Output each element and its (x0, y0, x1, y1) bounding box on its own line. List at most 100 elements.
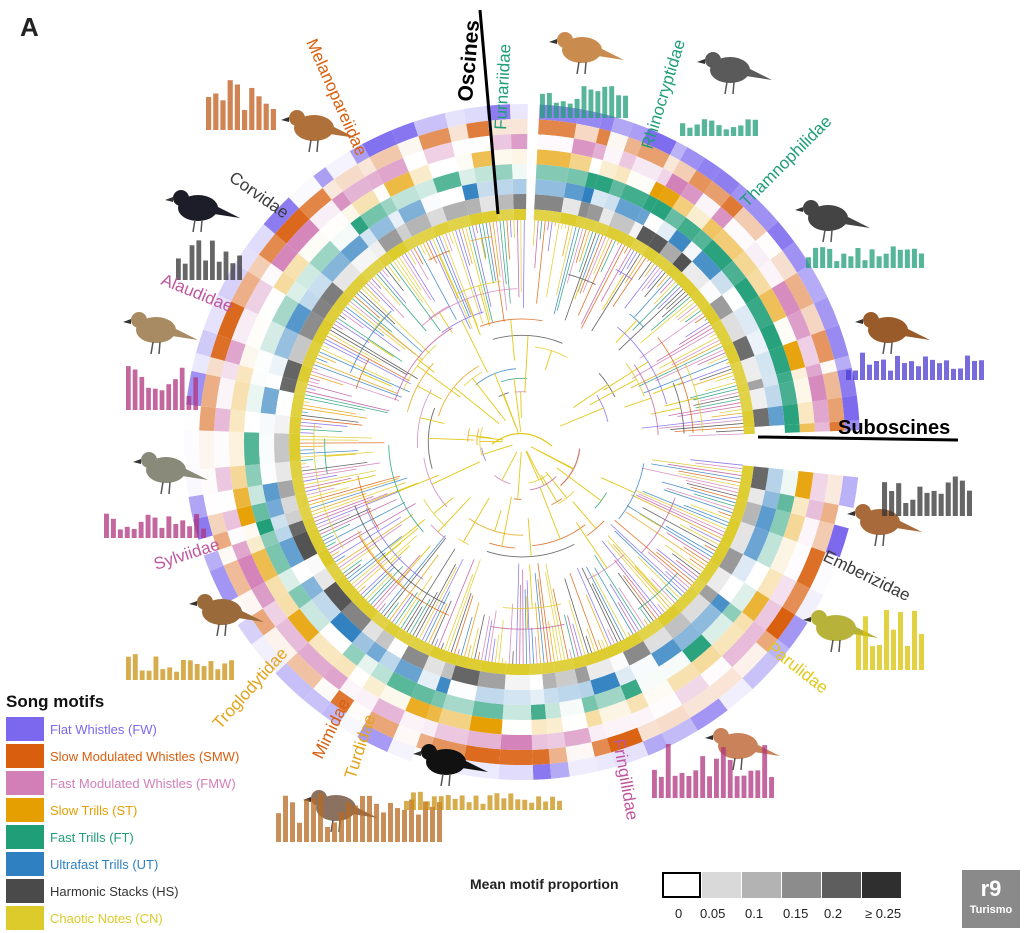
motif-ring-cell (368, 240, 387, 259)
motif-ring-cell (572, 655, 587, 670)
motif-ring-cell (295, 492, 310, 510)
tree-branch (551, 625, 559, 662)
motif-ring-cell (426, 207, 448, 228)
motif-ring-cell (691, 603, 722, 635)
motif-ring-cell (605, 642, 623, 659)
scale-swatch (742, 872, 781, 898)
tree-branch (437, 559, 475, 648)
tree-branch (501, 451, 518, 481)
furnariidae-bird-illustration (549, 32, 624, 75)
motif-ring-cell (614, 665, 636, 686)
tree-branch (715, 429, 744, 433)
tree-branch (512, 651, 514, 664)
motif-ring-cell (246, 535, 266, 555)
tree-branch (494, 510, 502, 532)
motif-ring-cell (609, 652, 630, 673)
motif-ring-cell (586, 658, 615, 681)
tree-branch (322, 535, 334, 542)
motif-ring-cell (386, 637, 409, 659)
motif-ring-cell (275, 662, 314, 701)
tree-branch (365, 482, 418, 504)
rhinocryptidae-bird-illustration (697, 52, 772, 95)
motif-ring-cell (620, 184, 650, 209)
tree-branch (686, 483, 738, 497)
motif-ring-cell (198, 535, 218, 556)
family-label: Thamnophilidae (736, 112, 835, 211)
tree-branch (544, 350, 552, 371)
motif-ring-cell (251, 502, 271, 523)
motif-ring-cell (435, 676, 452, 695)
legend-swatch (6, 798, 44, 822)
motif-ring-cell (505, 663, 530, 675)
motif-ring-cell (682, 686, 719, 718)
motif-ring-cell (685, 205, 712, 230)
scale-tick-label: 0.05 (700, 906, 726, 921)
motif-ring-cell (429, 645, 450, 663)
tree-branch (540, 474, 558, 503)
motif-ring-cell (224, 339, 246, 365)
tree-node-arc (428, 305, 450, 320)
tree-branch (368, 280, 405, 318)
motif-ring-cell (824, 324, 849, 360)
tree-branch (366, 283, 395, 312)
motif-ring-cell (458, 168, 477, 186)
motif-ring-cell (658, 650, 692, 680)
tree-branch (674, 426, 744, 432)
tree-branch (619, 250, 635, 276)
motif-ring-cell (309, 199, 342, 230)
tree-branch (527, 518, 532, 557)
motif-ring-cell (805, 499, 825, 521)
motif-ring-cell (767, 405, 785, 427)
motif-ring-cell (769, 574, 797, 607)
tree-branch (330, 329, 408, 376)
motif-ring-cell (259, 432, 275, 465)
tree-node-arc (372, 316, 385, 332)
legend-swatch (6, 879, 44, 903)
motif-ring-cell (784, 424, 800, 433)
tree-branch (327, 531, 362, 551)
motif-ring-cell (471, 150, 493, 169)
tree-branch (539, 220, 543, 240)
tree-branch (622, 575, 657, 620)
motif-ring-cell (401, 645, 430, 670)
motif-ring-cell (461, 182, 480, 201)
tree-branch (306, 487, 335, 496)
motif-ring-cell (753, 598, 783, 631)
tree-branch (586, 628, 596, 652)
motif-ring-cell (549, 761, 570, 779)
motif-ring-cell (680, 593, 711, 624)
motif-ring-cell (364, 710, 400, 739)
motif-ring-cell (756, 567, 784, 599)
legend-item: Harmonic Stacks (HS) (6, 878, 286, 904)
motif-ring-cell (783, 542, 812, 582)
motif-ring-cell (574, 123, 600, 143)
tree-branch (656, 274, 669, 288)
motif-ring-cell (532, 763, 552, 780)
tree-branch (349, 552, 386, 583)
motif-ring-cell (473, 165, 495, 183)
tree-branch (306, 387, 316, 391)
motif-ring-cell (591, 738, 611, 757)
tree-branch (689, 558, 705, 570)
tree-branches (300, 220, 744, 664)
motif-ring-cell (503, 689, 531, 705)
tree-branch (307, 487, 349, 499)
motif-ring-cell (794, 588, 824, 623)
motif-ring-cell (824, 474, 844, 506)
motif-ring-cell (275, 592, 300, 618)
tree-node-arc (470, 236, 493, 242)
motif-ring-cell (712, 168, 741, 196)
motif-ring-cell (590, 672, 621, 695)
motif-ring-cell (262, 482, 281, 503)
motif-ring-cell (250, 368, 269, 387)
motif-ring-cell (342, 176, 373, 204)
motif-ring-cell (271, 243, 298, 273)
motif-ring-cell (374, 629, 396, 650)
motif-ring-cell (440, 662, 456, 680)
tree-node-arc (498, 392, 509, 397)
motif-ring-cell (442, 200, 469, 222)
motif-ring-cell (306, 526, 328, 554)
tree-branch (564, 232, 597, 321)
motif-ring-cell (292, 531, 318, 561)
motif-ring-cell (595, 128, 611, 146)
